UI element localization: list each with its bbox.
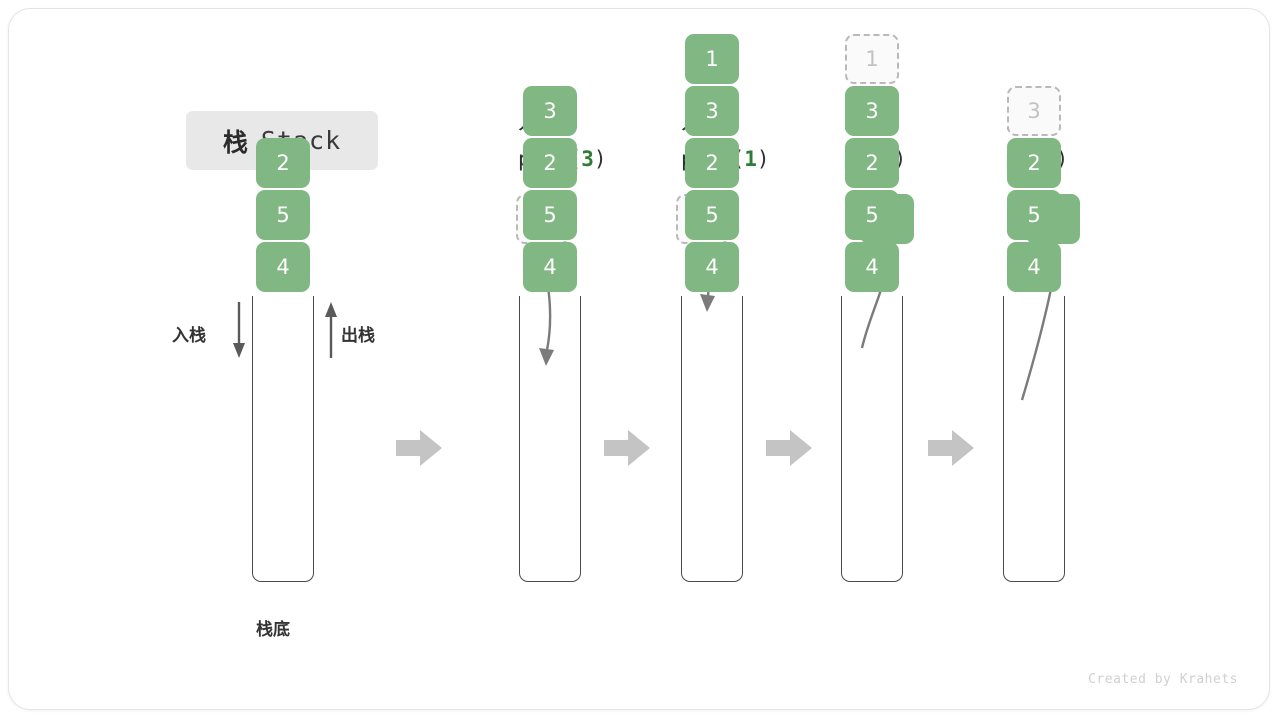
stack-cell: 2 — [256, 138, 310, 188]
stack-cell: 2 — [1007, 138, 1061, 188]
stack-cell: 2 — [845, 138, 899, 188]
stack-cell-ghost: 3 — [1007, 86, 1061, 136]
push-down-arrow-icon — [233, 302, 245, 358]
stack-cell: 5 — [1007, 190, 1061, 240]
stack-cell: 4 — [256, 242, 310, 292]
stack-frame — [681, 296, 743, 582]
stack-cell: 5 — [685, 190, 739, 240]
label-pop-side: 出栈 — [341, 326, 375, 345]
step-arrow-icon — [766, 430, 812, 466]
stack-cell: 4 — [1007, 242, 1061, 292]
title-cn: 栈 — [222, 128, 249, 157]
stack-cell: 3 — [523, 86, 577, 136]
stack-cell: 2 — [523, 138, 577, 188]
pop-up-arrow-icon — [325, 302, 337, 358]
stack-cell: 3 — [845, 86, 899, 136]
stack-cell: 4 — [685, 242, 739, 292]
stack-cell: 1 — [685, 34, 739, 84]
stack-cell-ghost: 1 — [845, 34, 899, 84]
step-arrow-icon — [396, 430, 442, 466]
stack-cell: 4 — [845, 242, 899, 292]
step-arrow-icon — [928, 430, 974, 466]
stack-cell: 5 — [256, 190, 310, 240]
stack-cell: 2 — [685, 138, 739, 188]
stack-frame — [1003, 296, 1065, 582]
stack-cell: 5 — [845, 190, 899, 240]
stack-frame — [841, 296, 903, 582]
stack-cell: 3 — [685, 86, 739, 136]
step-arrow-icon — [604, 430, 650, 466]
credit-text: Created by Krahets — [1088, 672, 1238, 687]
label-push-side: 入栈 — [172, 326, 206, 345]
stack-cell: 4 — [523, 242, 577, 292]
label-stack-bottom: 栈底 — [256, 620, 290, 639]
stack-frame — [252, 296, 314, 582]
stack-cell: 5 — [523, 190, 577, 240]
stack-frame — [519, 296, 581, 582]
